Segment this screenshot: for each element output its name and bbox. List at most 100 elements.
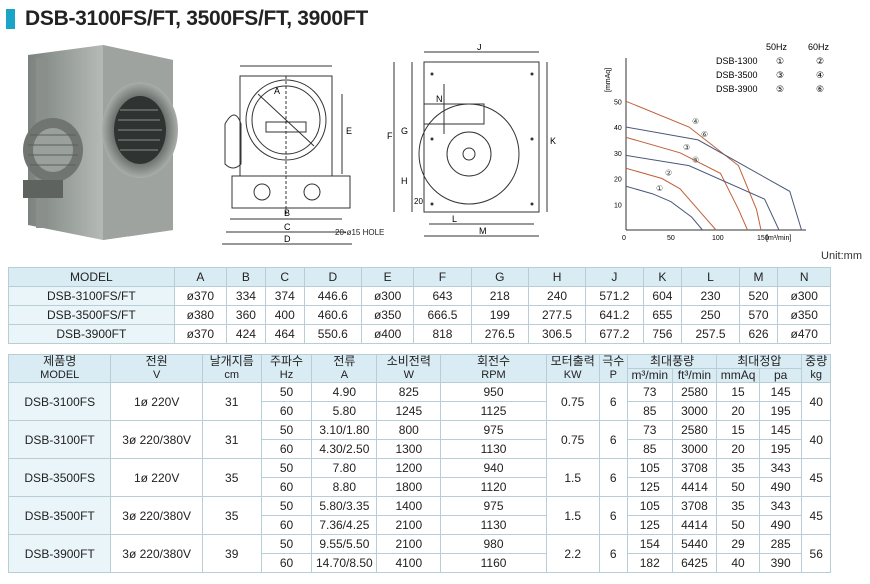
title-marker: [6, 9, 15, 29]
dims-value-cell: 277.5: [527, 305, 587, 325]
page-title: DSB-3100FS/FT, 3500FS/FT, 3900FT: [25, 7, 368, 30]
spec-value-cell: 343: [758, 458, 803, 478]
spec-value-cell: 4414: [671, 477, 718, 497]
dims-model-cell: DSB-3100FS/FT: [8, 286, 175, 306]
chart-x-tick-label: 150: [757, 235, 769, 242]
spec-value-cell: 490: [758, 477, 803, 497]
spec-value-cell: 73: [626, 420, 673, 440]
dim-l-label: L: [452, 214, 457, 224]
spec-value-cell: 195: [758, 439, 803, 459]
dim-k-label: K: [550, 136, 556, 146]
dim-m-label: M: [479, 226, 487, 236]
chart-y-label: [mmAq]: [605, 68, 612, 92]
spec-value-cell: 3000: [671, 401, 718, 421]
spec-value-cell: 85: [626, 401, 673, 421]
spec-value-cell: 4.90: [311, 382, 378, 402]
chart-series-line: [625, 100, 762, 231]
spec-motor-cell: 1.5: [545, 458, 600, 497]
dim-n-label: N: [436, 94, 443, 104]
dims-value-cell: ø470: [777, 324, 831, 344]
spec-value-cell: 800: [376, 420, 442, 440]
dims-value-cell: 230: [681, 286, 740, 306]
spec-model-cell: DSB-3100FT: [7, 420, 112, 459]
spec-value-cell: 4.30/2.50: [311, 439, 378, 459]
spec-value-cell: 1120: [440, 477, 547, 497]
dims-value-cell: 250: [681, 305, 740, 325]
spec-value-cell: 60: [260, 553, 313, 573]
dims-header-cell: A: [173, 267, 228, 287]
dim-a-label: A: [274, 86, 280, 96]
dims-value-cell: 460.6: [303, 305, 362, 325]
dims-value-cell: 240: [527, 286, 587, 306]
spec-value-cell: 975: [440, 496, 547, 516]
dims-model-cell: DSB-3900FT: [8, 324, 175, 344]
spec-value-cell: 2100: [376, 515, 442, 535]
dims-header-cell: F: [413, 267, 472, 287]
spec-value-cell: 73: [626, 382, 673, 402]
dims-value-cell: 520: [738, 286, 779, 306]
dims-value-cell: 218: [470, 286, 529, 306]
product-photo: [8, 40, 188, 245]
dims-value-cell: ø350: [777, 305, 831, 325]
dims-value-cell: 666.5: [413, 305, 472, 325]
spec-value-cell: 125: [626, 515, 673, 535]
spec-value-cell: 60: [260, 515, 313, 535]
spec-h-press: 최대정압: [716, 354, 803, 369]
spec-model-cell: DSB-3100FS: [7, 382, 112, 421]
spec-weight-cell: 40: [801, 382, 831, 421]
dims-header-cell: C: [264, 267, 305, 287]
chart-series-line: [625, 154, 780, 231]
spec-motor-cell: 2.2: [545, 534, 600, 573]
front-view-drawing: A B C D E: [222, 54, 372, 254]
spec-value-cell: 5.80: [311, 401, 378, 421]
dims-header-cell: K: [642, 267, 683, 287]
dims-value-cell: ø300: [360, 286, 415, 306]
dims-value-cell: ø370: [173, 286, 228, 306]
dims-value-cell: 199: [470, 305, 529, 325]
spec-h-press-pa: pa: [758, 368, 803, 383]
dims-value-cell: 604: [642, 286, 683, 306]
dims-value-cell: 360: [226, 305, 266, 325]
dims-value-cell: ø370: [173, 324, 228, 344]
spec-value-cell: 343: [758, 496, 803, 516]
spec-value-cell: 490: [758, 515, 803, 535]
dims-value-cell: ø400: [360, 324, 415, 344]
spec-value-cell: 285: [758, 534, 803, 554]
spec-power-cell: 1ø 220V: [110, 458, 203, 497]
hole-label: 20-ø15 HOLE: [335, 228, 385, 237]
chart-series-line: [625, 167, 717, 231]
dims-value-cell: ø380: [173, 305, 228, 325]
spec-value-cell: 1245: [376, 401, 442, 421]
spec-value-cell: 940: [440, 458, 547, 478]
legend-model: DSB-1300: [716, 56, 758, 66]
spec-value-cell: 20: [716, 439, 760, 459]
legend-model: DSB-3900: [716, 84, 758, 94]
spec-value-cell: 1125: [440, 401, 547, 421]
dims-header-cell: N: [777, 267, 831, 287]
spec-value-cell: 3708: [671, 496, 718, 516]
spec-value-cell: 6425: [671, 553, 718, 573]
spec-pole-cell: 6: [598, 382, 628, 421]
spec-value-cell: 1160: [440, 553, 547, 573]
spec-value-cell: 1300: [376, 439, 442, 459]
chart-series-label: ③: [683, 143, 690, 152]
spec-h-flow-m3: m³/min: [626, 368, 673, 383]
chart-series-line: [625, 136, 748, 231]
dim-e-label: E: [346, 126, 352, 136]
spec-value-cell: 50: [716, 515, 760, 535]
